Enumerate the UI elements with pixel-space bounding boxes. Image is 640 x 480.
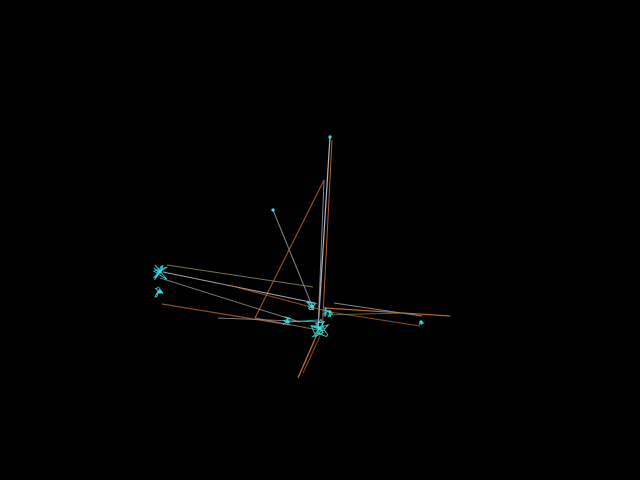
wireframe-node-cluster bbox=[282, 316, 292, 325]
wireframe-node bbox=[158, 270, 162, 274]
wireframe-node bbox=[158, 290, 162, 294]
wireframe-node bbox=[318, 326, 322, 330]
wireframe-edge bbox=[159, 277, 301, 323]
wireframe-node-cluster bbox=[310, 318, 330, 338]
wireframe-edge bbox=[231, 285, 331, 313]
wireframe-node bbox=[328, 310, 332, 314]
wireframe-edge bbox=[297, 331, 319, 379]
wireframe-node bbox=[328, 135, 332, 139]
wireframe-node bbox=[419, 320, 423, 324]
wireframe-edge bbox=[166, 264, 314, 288]
wireframe-node bbox=[310, 304, 314, 308]
wireframe-edge bbox=[272, 209, 314, 309]
wireframe-edge bbox=[324, 307, 451, 317]
wireframe-edge bbox=[321, 139, 333, 336]
wireframe-edge bbox=[254, 317, 319, 331]
wireframe-node bbox=[286, 320, 290, 324]
wireframe-edge bbox=[317, 179, 325, 331]
wireframe-edge bbox=[317, 136, 331, 331]
wireframe-edge bbox=[302, 335, 321, 374]
wireframe-edge bbox=[287, 319, 319, 323]
wireframe-node-cluster bbox=[323, 306, 334, 318]
wireframe-edge bbox=[321, 312, 406, 316]
wireframe-node bbox=[271, 208, 275, 212]
wireframe-edge bbox=[161, 303, 291, 326]
